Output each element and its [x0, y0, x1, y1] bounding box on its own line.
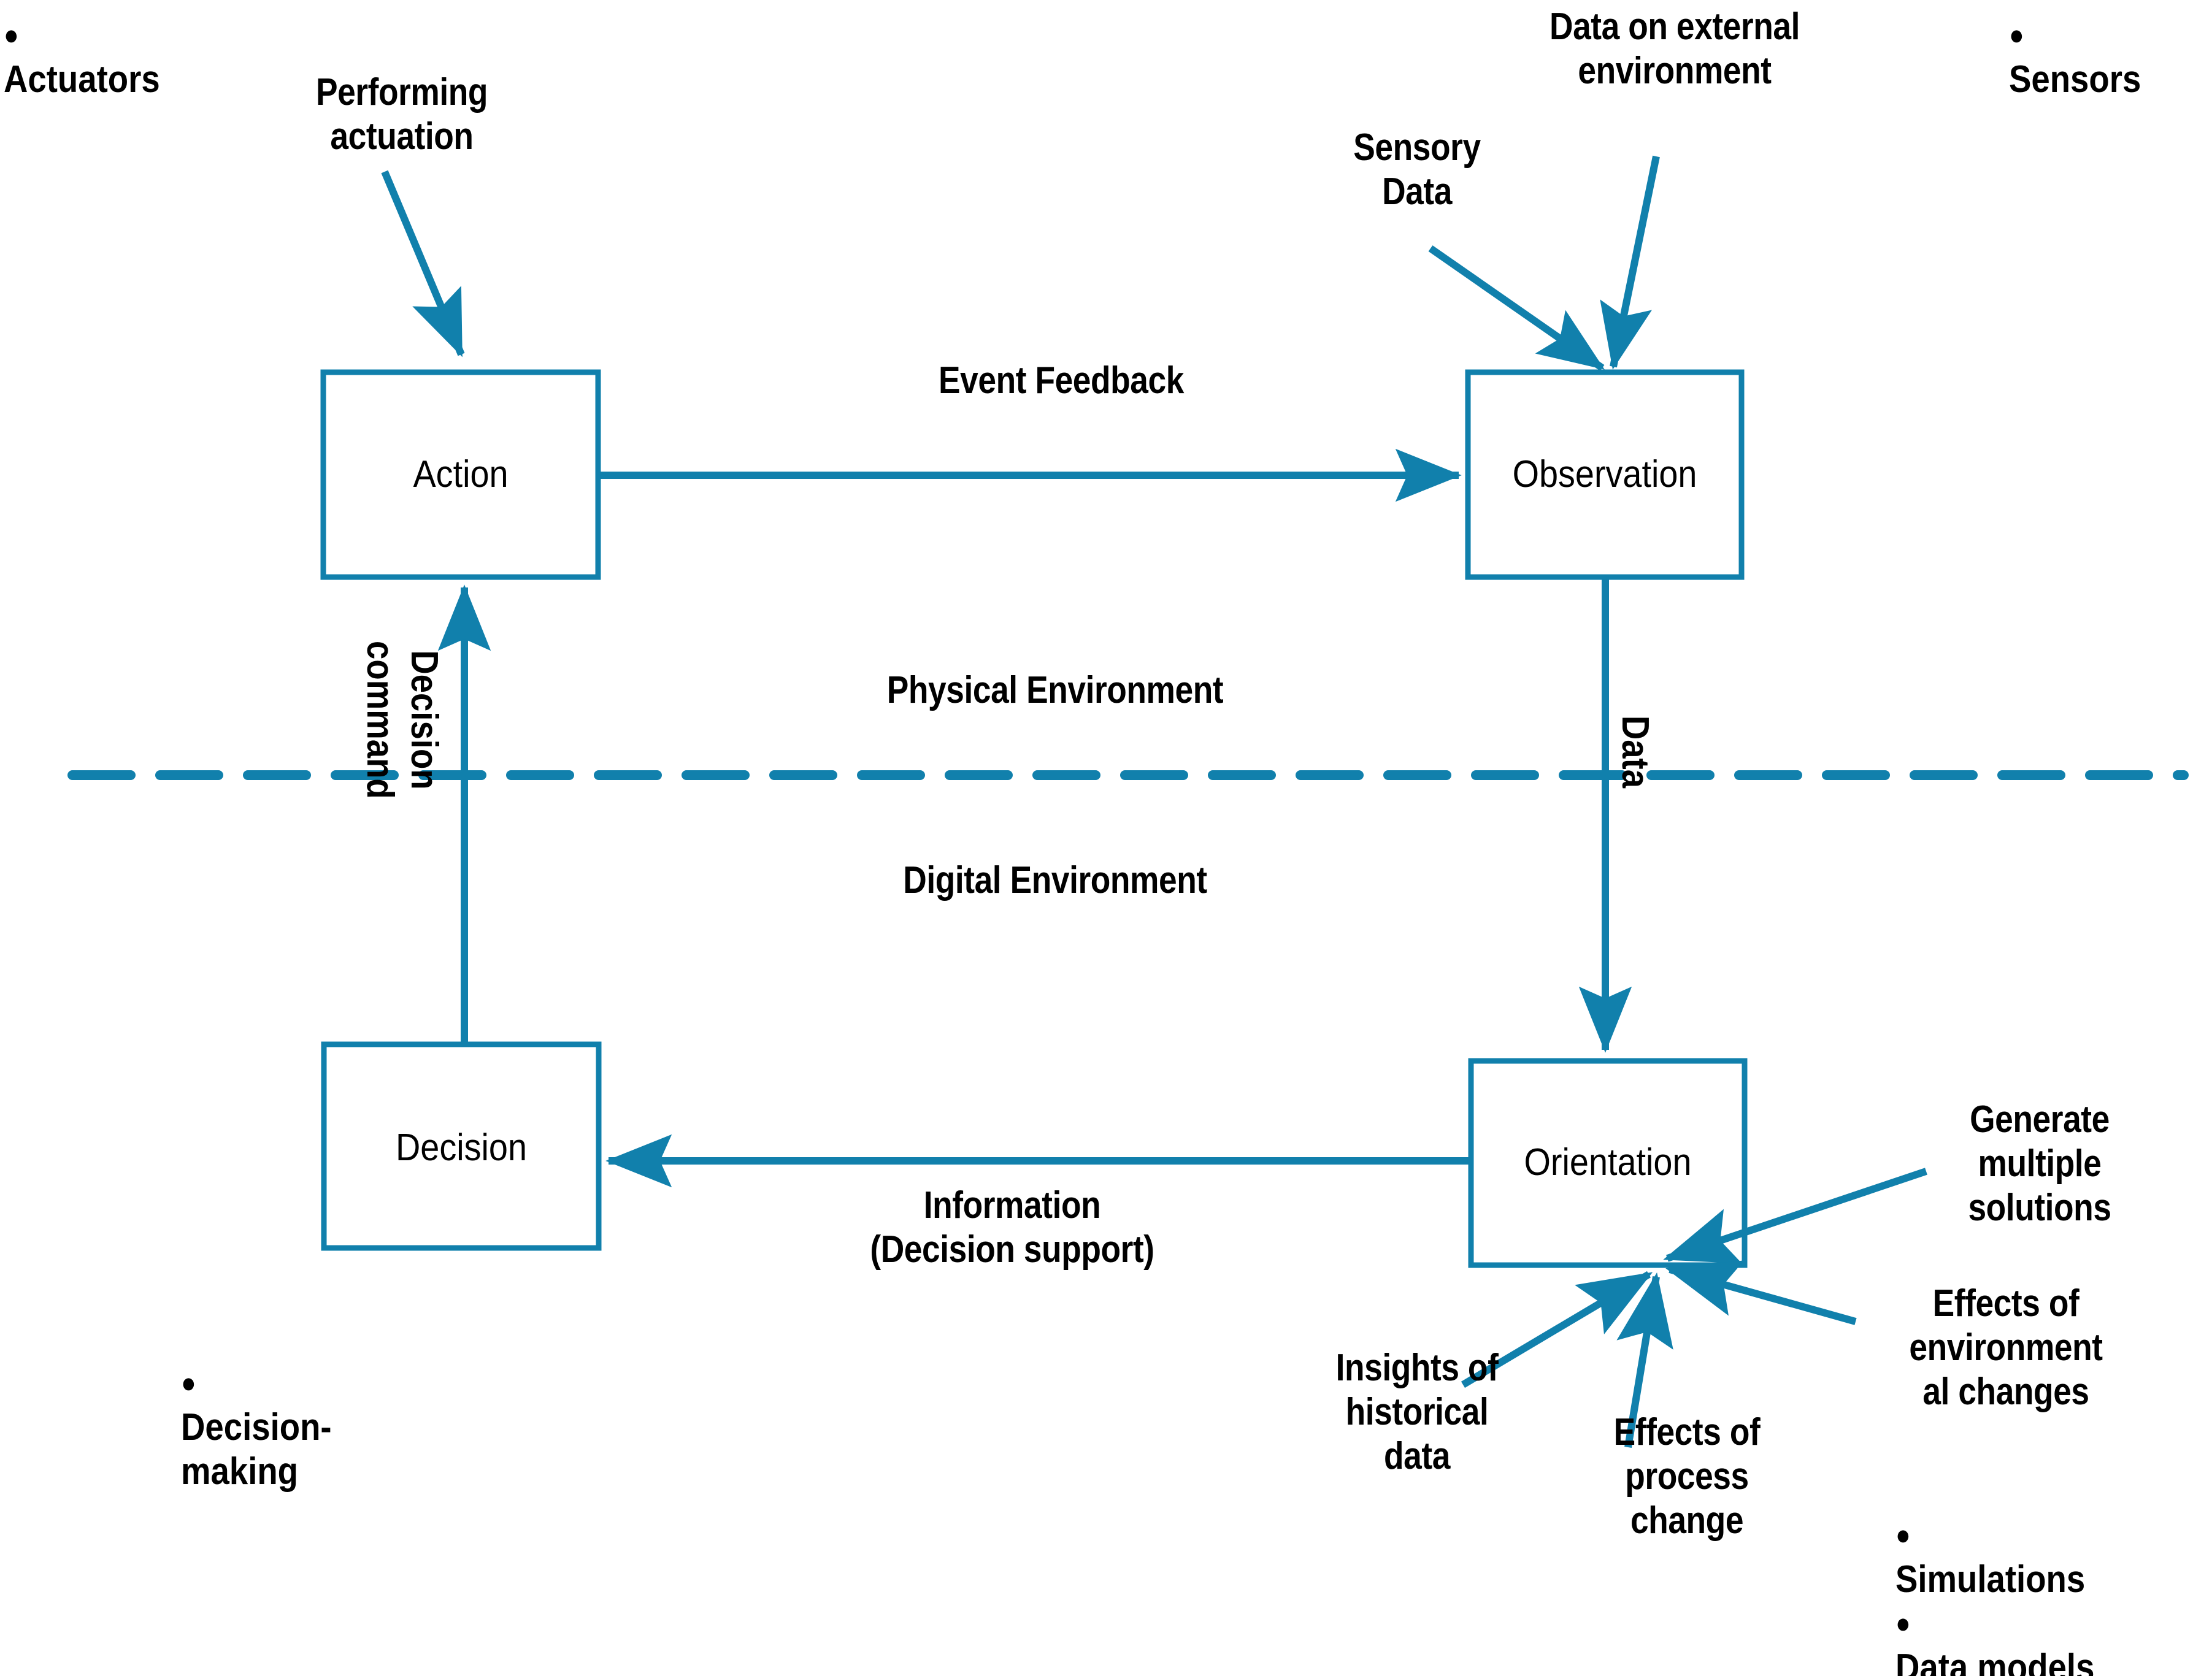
leader-generate-multiple-solutions [1663, 1168, 1927, 1264]
list-item: ● Decision- making [181, 1361, 483, 1494]
bullet-text: Data models [1895, 1646, 2095, 1676]
annotation-performing-actuation: Performing actuation [315, 71, 488, 158]
bullet-list-sensors: ● Sensors [2009, 13, 2212, 102]
node-label-observation: Observation [1512, 453, 1697, 496]
annotation-sensory-data: Sensory Data [1353, 126, 1481, 213]
annotation-effects-of-environmental-changes: Effects of environment al changes [1909, 1282, 2103, 1413]
leader-effects-of-process-change [1616, 1272, 1673, 1448]
edge-label-decision-command: Decision command [359, 641, 445, 799]
bullet-text: Sensors [2009, 58, 2141, 101]
node-label-decision: Decision [395, 1127, 528, 1169]
node-label-action: Action [413, 453, 509, 496]
edge-label-data: Data [1613, 715, 1656, 789]
bullet-list-decision-making: ● Decision- making [181, 1361, 483, 1494]
bullet-text: Actuators [4, 58, 160, 101]
annotation-effects-of-process-change: Effects of process change [1613, 1411, 1761, 1542]
list-item: ● Data models [1895, 1602, 2198, 1676]
bullet-dot-icon: ● [181, 1366, 196, 1399]
leader-effects-of-environmental-changes [1665, 1260, 1857, 1325]
bullet-dot-icon: ● [4, 18, 19, 51]
divider-label-digital-environment: Digital Environment [903, 859, 1207, 901]
bullet-dot-icon: ● [1895, 1518, 1911, 1551]
annotation-insights-of-historical-data: Insights of historical data [1335, 1347, 1499, 1477]
list-item: ● Simulations [1895, 1513, 2198, 1602]
annotation-data-on-external-environment: Data on external environment [1550, 6, 1800, 92]
edge-label-information-decision-support: Information (Decision support) [870, 1184, 1154, 1271]
bullet-text: Decision- making [181, 1406, 332, 1493]
annotation-generate-multiple-solutions: Generate multiple solutions [1968, 1098, 2111, 1229]
leader-data-on-external-environment [1600, 155, 1660, 370]
bullet-dot-icon: ● [1895, 1607, 1911, 1639]
edge-label-event-feedback: Event Feedback [939, 359, 1184, 402]
leader-performing-actuation [381, 170, 465, 358]
divider-label-physical-environment: Physical Environment [886, 669, 1224, 711]
bullet-text: Simulations [1895, 1558, 2086, 1601]
leader-sensory-data [1428, 245, 1605, 371]
bullet-dot-icon: ● [2009, 18, 2024, 51]
action-box [320, 369, 601, 580]
bullet-list-digital-capabilities: ● Simulations ● Data models ● Processing [1895, 1513, 2198, 1676]
list-item: ● Actuators [4, 13, 306, 102]
list-item: ● Sensors [2009, 13, 2212, 102]
node-label-orientation: Orientation [1524, 1141, 1692, 1184]
observation-box [1465, 369, 1745, 580]
bullet-list-actuators: ● Actuators [4, 13, 306, 102]
